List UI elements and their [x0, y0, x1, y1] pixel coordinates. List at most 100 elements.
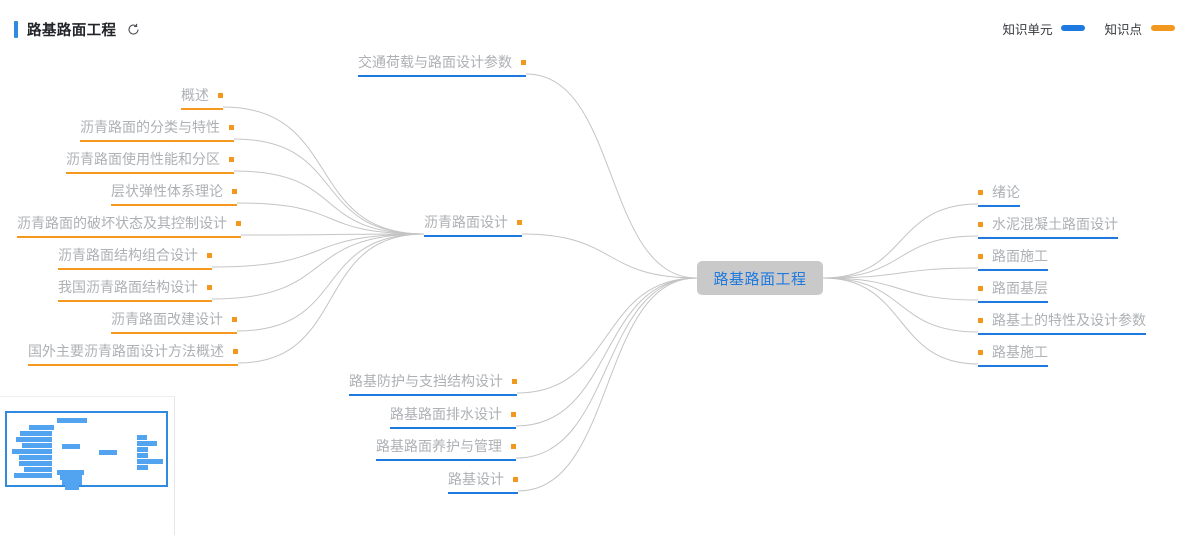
node-bullet-square-icon — [229, 156, 234, 162]
minimap-bar — [62, 480, 82, 485]
node-underline — [978, 300, 1048, 303]
right-branch-0-label: 绪论 — [992, 184, 1020, 200]
minimap-bar — [16, 437, 52, 442]
node-underline — [111, 203, 237, 206]
node-underline — [424, 234, 522, 237]
node-bullet-square-icon — [511, 411, 516, 417]
left-branch-4[interactable]: 路基路面养护与管理 — [376, 435, 516, 461]
title-text: 路基路面工程 — [27, 22, 117, 39]
right-branch-4[interactable]: 路基土的特性及设计参数 — [978, 309, 1146, 335]
left-leaf-1-3[interactable]: 层状弹性体系理论 — [111, 180, 237, 206]
node-underline — [448, 491, 518, 494]
right-branch-3-label: 路面基层 — [992, 280, 1048, 296]
left-branch-1[interactable]: 沥青路面设计 — [424, 211, 522, 237]
left-leaf-1-2[interactable]: 沥青路面使用性能和分区 — [66, 148, 234, 174]
minimap-bar — [57, 470, 84, 475]
left-leaf-1-3-label: 层状弹性体系理论 — [111, 183, 223, 199]
right-branch-2[interactable]: 路面施工 — [978, 245, 1048, 271]
mindmap-edge — [233, 170, 425, 235]
left-leaf-1-8-label: 国外主要沥青路面设计方法概述 — [28, 343, 224, 359]
mindmap-edge — [822, 277, 979, 365]
node-bullet-square-icon — [233, 348, 238, 354]
minimap-bar — [24, 467, 52, 472]
left-leaf-1-2-label: 沥青路面使用性能和分区 — [66, 151, 220, 167]
mindmap-edge — [236, 233, 425, 332]
minimap-bar — [137, 435, 147, 440]
node-underline — [111, 331, 237, 334]
minimap-bar — [137, 441, 157, 446]
minimap-bar — [57, 418, 87, 423]
mindmap-edge — [822, 203, 979, 279]
minimap-bar — [12, 449, 52, 454]
refresh-circle-icon[interactable] — [127, 23, 140, 36]
right-branch-4-label: 路基土的特性及设计参数 — [992, 312, 1146, 328]
minimap-bar — [22, 443, 52, 448]
legend-item-knowledge-point[interactable]: 知识点 — [1104, 19, 1175, 38]
root-node[interactable]: 路基路面工程 — [697, 261, 823, 295]
right-branch-1[interactable]: 水泥混凝土路面设计 — [978, 213, 1118, 239]
node-bullet-square-icon — [978, 349, 983, 355]
minimap-panel[interactable] — [0, 396, 175, 535]
node-bullet-square-icon — [521, 59, 526, 65]
node-underline — [58, 299, 212, 302]
mindmap-edge — [237, 233, 425, 364]
node-bullet-square-icon — [232, 188, 237, 194]
node-underline — [349, 393, 517, 396]
left-leaf-1-4[interactable]: 沥青路面的破坏状态及其控制设计 — [17, 212, 241, 238]
left-branch-0[interactable]: 交通荷载与路面设计参数 — [358, 51, 526, 77]
left-leaf-1-7-label: 沥青路面改建设计 — [111, 311, 223, 327]
node-bullet-square-icon — [232, 316, 237, 322]
mindmap-edge — [222, 106, 425, 235]
node-bullet-square-icon — [218, 92, 223, 98]
left-branch-1-label: 沥青路面设计 — [424, 214, 508, 230]
legend-item-knowledge-unit[interactable]: 知识单元 — [1002, 19, 1086, 38]
node-underline — [80, 139, 234, 142]
right-branch-1-label: 水泥混凝土路面设计 — [992, 216, 1118, 232]
mindmap-edge — [822, 267, 979, 279]
right-branch-3[interactable]: 路面基层 — [978, 277, 1048, 303]
node-underline — [358, 74, 526, 77]
minimap-bar — [99, 450, 117, 455]
left-branch-2-label: 路基防护与支挡结构设计 — [349, 373, 503, 389]
mindmap-edge — [515, 277, 698, 459]
left-branch-3[interactable]: 路基路面排水设计 — [390, 403, 516, 429]
node-bullet-square-icon — [517, 219, 522, 225]
mindmap-edge — [516, 277, 698, 394]
mindmap-edge — [822, 235, 979, 279]
left-leaf-1-5-label: 沥青路面结构组合设计 — [58, 247, 198, 263]
minimap-bar — [137, 453, 148, 458]
node-underline — [28, 363, 238, 366]
node-bullet-square-icon — [512, 378, 517, 384]
right-branch-5[interactable]: 路基施工 — [978, 341, 1048, 367]
minimap-bar — [19, 455, 52, 460]
left-leaf-1-5[interactable]: 沥青路面结构组合设计 — [58, 244, 212, 270]
left-branch-5[interactable]: 路基设计 — [448, 468, 518, 494]
minimap-bar — [137, 465, 148, 470]
right-branch-5-label: 路基施工 — [992, 344, 1048, 360]
minimap-viewport[interactable] — [5, 411, 168, 490]
minimap-bar — [65, 485, 79, 490]
mindmap-edge — [240, 233, 425, 236]
node-underline — [978, 204, 1020, 207]
legend: 知识单元 知识点 — [1002, 18, 1175, 38]
mindmap-edge — [515, 277, 698, 427]
mindmap-edge — [236, 202, 425, 235]
left-branch-2[interactable]: 路基防护与支挡结构设计 — [349, 370, 517, 396]
left-leaf-1-0[interactable]: 概述 — [181, 84, 223, 110]
left-leaf-1-1-label: 沥青路面的分类与特性 — [80, 119, 220, 135]
right-branch-0[interactable]: 绪论 — [978, 181, 1020, 207]
node-bullet-square-icon — [236, 220, 241, 226]
mindmap-edge — [211, 233, 425, 300]
mindmap-edge — [521, 233, 698, 279]
minimap-bar — [20, 431, 52, 436]
left-leaf-1-1[interactable]: 沥青路面的分类与特性 — [80, 116, 234, 142]
mindmap-edge — [525, 73, 698, 279]
minimap-bar — [62, 444, 80, 449]
node-underline — [978, 364, 1048, 367]
left-leaf-1-6[interactable]: 我国沥青路面结构设计 — [58, 276, 212, 302]
left-leaf-1-7[interactable]: 沥青路面改建设计 — [111, 308, 237, 334]
left-leaf-1-8[interactable]: 国外主要沥青路面设计方法概述 — [28, 340, 238, 366]
legend-swatch-blue — [1061, 25, 1086, 31]
node-bullet-square-icon — [978, 253, 983, 259]
